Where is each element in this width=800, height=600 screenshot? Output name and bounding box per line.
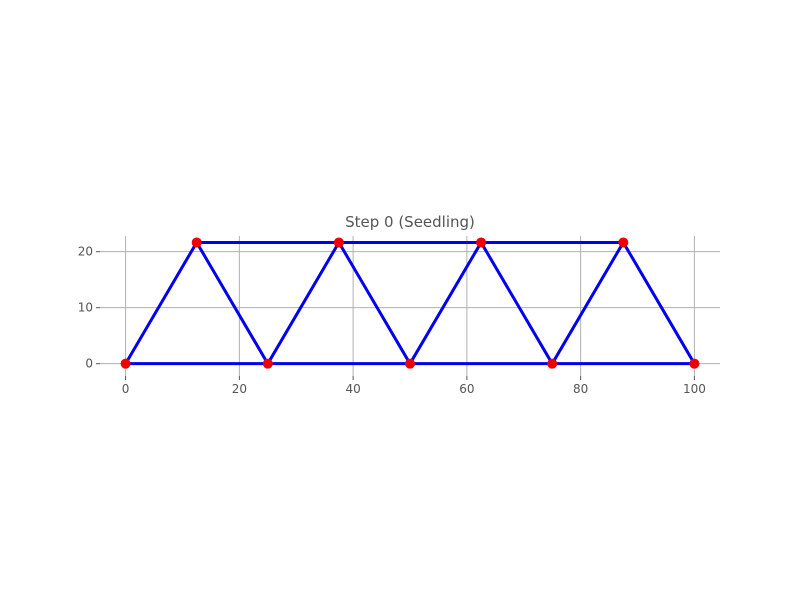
y-tick-label: 0 [85,357,93,371]
x-tick-label: 100 [683,382,706,396]
truss-node-point [476,237,487,248]
axis-ticks: 0 20 40 60 80 100 0 10 20 [78,245,706,396]
truss-node-point [618,237,629,248]
truss-member [550,240,625,366]
truss-node-point [120,358,131,369]
chart-title: Step 0 (Seedling) [345,213,475,231]
truss-member [195,240,270,366]
truss-node-point [547,358,558,369]
x-tick-label: 60 [459,382,474,396]
x-tick-label: 40 [345,382,360,396]
truss-node-point [689,358,700,369]
truss-member [124,240,199,366]
truss-node-point [405,358,415,369]
truss-member [266,240,341,366]
truss-node-point [191,237,202,248]
truss-nodes [120,237,700,369]
truss-node-point [262,358,273,369]
x-tick-label: 80 [573,382,588,396]
truss-node-point [333,237,344,248]
x-tick-label: 20 [232,382,247,396]
truss-member [479,240,554,366]
x-tick-label: 0 [122,382,130,396]
y-tick-label: 20 [78,245,93,259]
grid-lines [100,236,720,376]
truss-members [124,240,696,366]
truss-member [621,240,696,366]
truss-member [337,240,412,366]
y-tick-label: 10 [78,301,93,315]
truss-member [408,240,483,366]
